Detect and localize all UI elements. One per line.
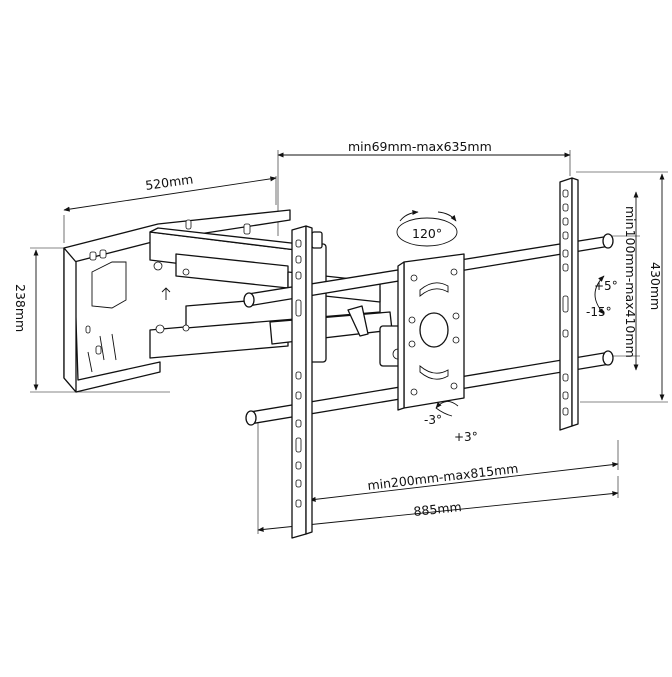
right-vertical-bracket [559,177,579,431]
upper-arm [149,227,381,303]
tilt-up-label: +5° [594,279,618,293]
swivel-label: 120° [412,226,442,241]
vertical-spacing-label: min100mm-max410mm [623,206,638,358]
horizontal-spacing-dimension: min200mm-max815mm [309,440,619,506]
total-height-label: 430mm [648,262,663,310]
wall-plate [63,209,291,393]
mount-drawing [63,177,614,539]
height-label: 238mm [13,284,28,332]
rotate-indicator: -3° +3° [424,401,478,444]
rotate-right-label: +3° [454,430,478,444]
swivel-indicator: 120° [396,209,458,247]
depth-range-dimension: min69mm-max635mm [277,139,571,236]
rotate-left-label: -3° [424,413,442,427]
tilt-down-label: -15° [586,305,612,319]
total-width-label: 885mm [413,499,463,519]
depth-dimension: 520mm [63,171,277,243]
horizontal-spacing-label: min200mm-max815mm [367,461,519,493]
center-plate [397,253,465,411]
depth-range-label: min69mm-max635mm [348,139,492,154]
total-width-dimension: 885mm [257,420,619,534]
depth-label: 520mm [144,171,194,193]
total-height-dimension: 430mm [576,171,668,403]
left-vertical-bracket [291,225,313,539]
tilt-indicator: +5° -15° [586,275,618,319]
height-dimension: 238mm [13,247,170,393]
